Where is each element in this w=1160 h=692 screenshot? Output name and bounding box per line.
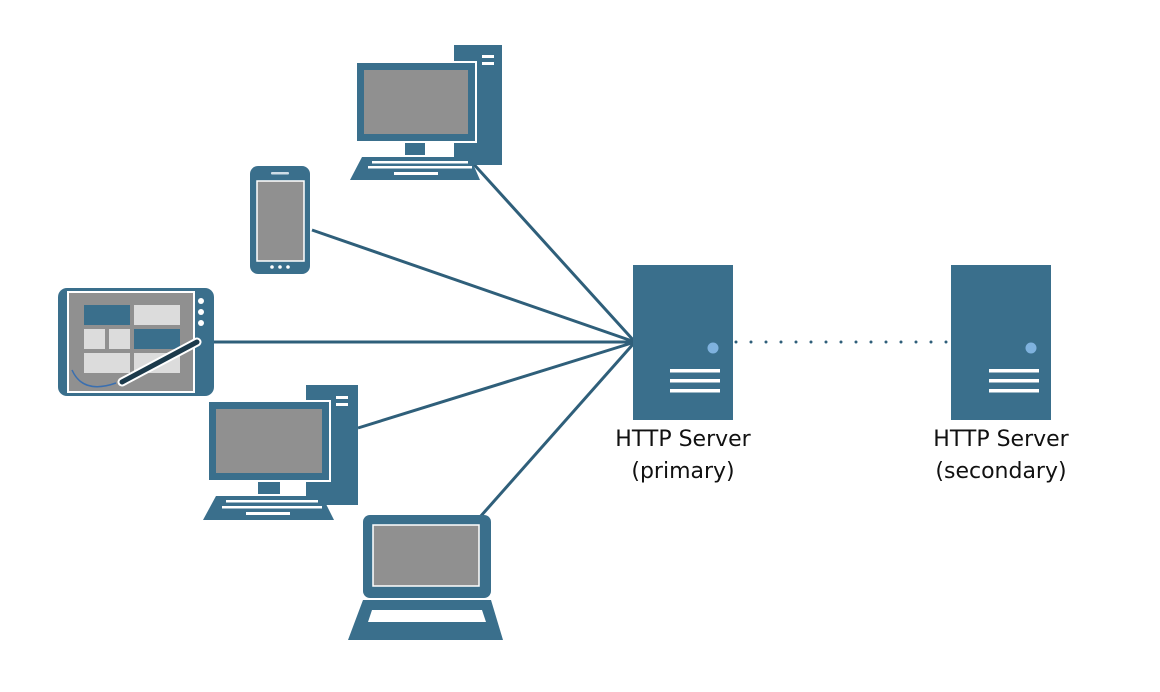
link-desktop-bottom xyxy=(357,340,636,430)
primary-server-role: (primary) xyxy=(631,459,735,484)
link-smartphone xyxy=(311,228,636,344)
server-icon xyxy=(951,265,1051,420)
link-desktop-top xyxy=(468,158,637,344)
primary-server-label: HTTP Server (primary) xyxy=(573,424,793,488)
secondary-server-label: HTTP Server (secondary) xyxy=(891,424,1111,488)
smartphone-icon xyxy=(250,166,310,274)
link-laptop xyxy=(478,341,637,518)
primary-server-title: HTTP Server xyxy=(615,427,751,452)
secondary-server-role: (secondary) xyxy=(935,459,1067,484)
desktop-computer-icon xyxy=(203,385,358,520)
secondary-server-title: HTTP Server xyxy=(933,427,1069,452)
laptop-icon xyxy=(348,515,503,640)
server-icon xyxy=(633,265,733,420)
desktop-computer-icon xyxy=(350,45,502,180)
client-connections xyxy=(214,158,637,518)
tablet-with-stylus-icon xyxy=(58,288,214,396)
